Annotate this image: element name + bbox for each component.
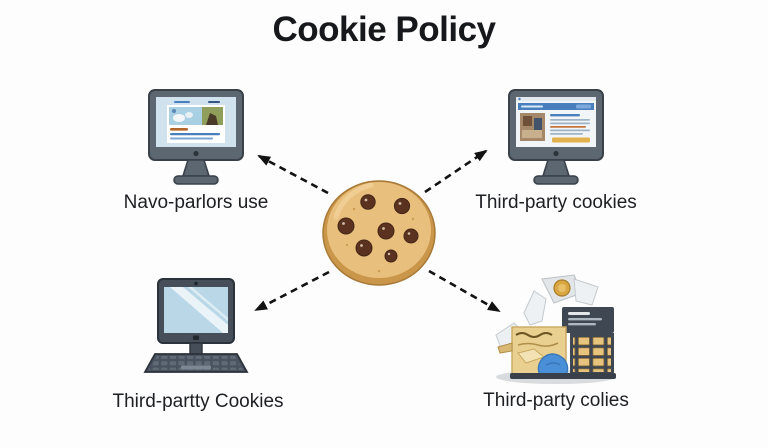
arrow-to-bottom-left bbox=[254, 270, 330, 312]
node-label: Third-party cookies bbox=[475, 192, 637, 213]
node-third-party-cookies: Third-party cookies bbox=[461, 88, 651, 214]
page-title: Cookie Policy bbox=[272, 10, 496, 49]
desktop-computer-keyboard-icon bbox=[143, 278, 249, 373]
node-label: Third-partty Cookies bbox=[112, 391, 284, 412]
cookie-chips bbox=[337, 194, 419, 263]
arrow-to-bottom-right bbox=[428, 269, 501, 313]
node-first-party-cookies: Third-partty Cookies bbox=[103, 277, 293, 413]
cookie-shop-packages-icon bbox=[495, 274, 616, 384]
node-label: Third-party colies bbox=[483, 390, 629, 411]
center-cookie bbox=[321, 179, 437, 287]
arrow-to-top-left bbox=[257, 154, 329, 195]
desktop-monitor-webpage-icon bbox=[148, 89, 244, 185]
arrow-to-top-right bbox=[424, 149, 488, 194]
node-label: Navo-parlors use bbox=[123, 192, 269, 213]
node-first-party: Navo-parlors use bbox=[101, 88, 291, 214]
node-cookie-vendor: Third-party colies bbox=[461, 273, 651, 412]
chocolate-chip-cookie-icon bbox=[322, 180, 436, 286]
desktop-monitor-article-icon bbox=[508, 89, 604, 185]
